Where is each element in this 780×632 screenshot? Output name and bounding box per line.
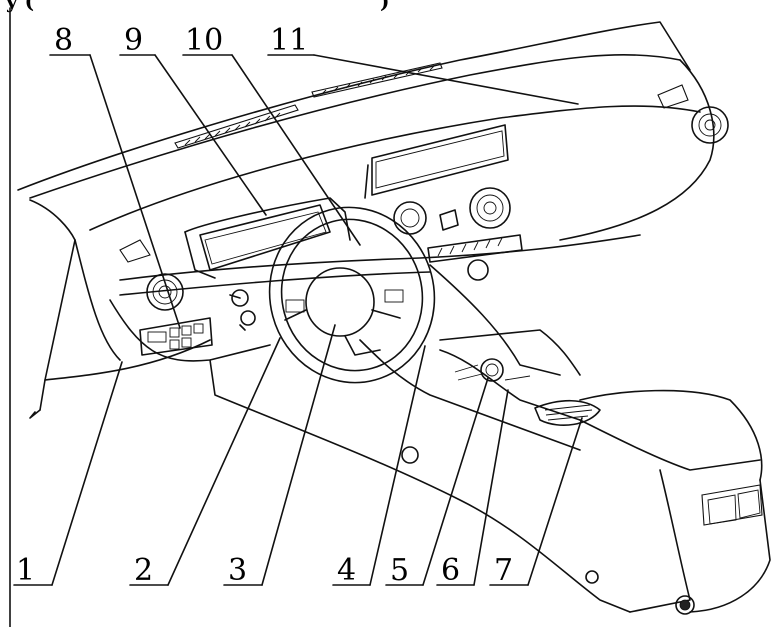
steering-wheel: [268, 206, 436, 384]
center-display: [364, 124, 509, 199]
callout-10: 10: [185, 23, 223, 58]
callout-9: 9: [124, 23, 143, 58]
header-fragment-left: y (: [5, 0, 34, 13]
lower-console: [209, 359, 771, 615]
climate-strip: [427, 234, 523, 281]
callout-2: 2: [134, 553, 153, 588]
air-vents: [119, 84, 729, 311]
callout-7: 7: [494, 553, 513, 588]
hazard-button: [439, 209, 459, 231]
dashboard-body: [17, 21, 715, 419]
instrument-cluster: [184, 197, 351, 279]
callout-1: 1: [16, 553, 35, 588]
leader-lines: [13, 54, 583, 586]
callout-4: 4: [337, 553, 356, 588]
left-switch-panel: [139, 317, 213, 356]
callout-11: 11: [270, 23, 308, 58]
callout-6: 6: [441, 553, 460, 588]
header-fragment: y ( ): [5, 0, 389, 13]
callout-labels: 1 2 3 4 5 6 7 8 9 10 11: [16, 23, 513, 588]
center-console: [359, 264, 601, 451]
header-fragment-right: ): [380, 0, 389, 13]
callout-5: 5: [390, 553, 409, 588]
column-stalks: [229, 289, 256, 331]
callout-3: 3: [228, 553, 247, 588]
callout-8: 8: [54, 23, 73, 58]
